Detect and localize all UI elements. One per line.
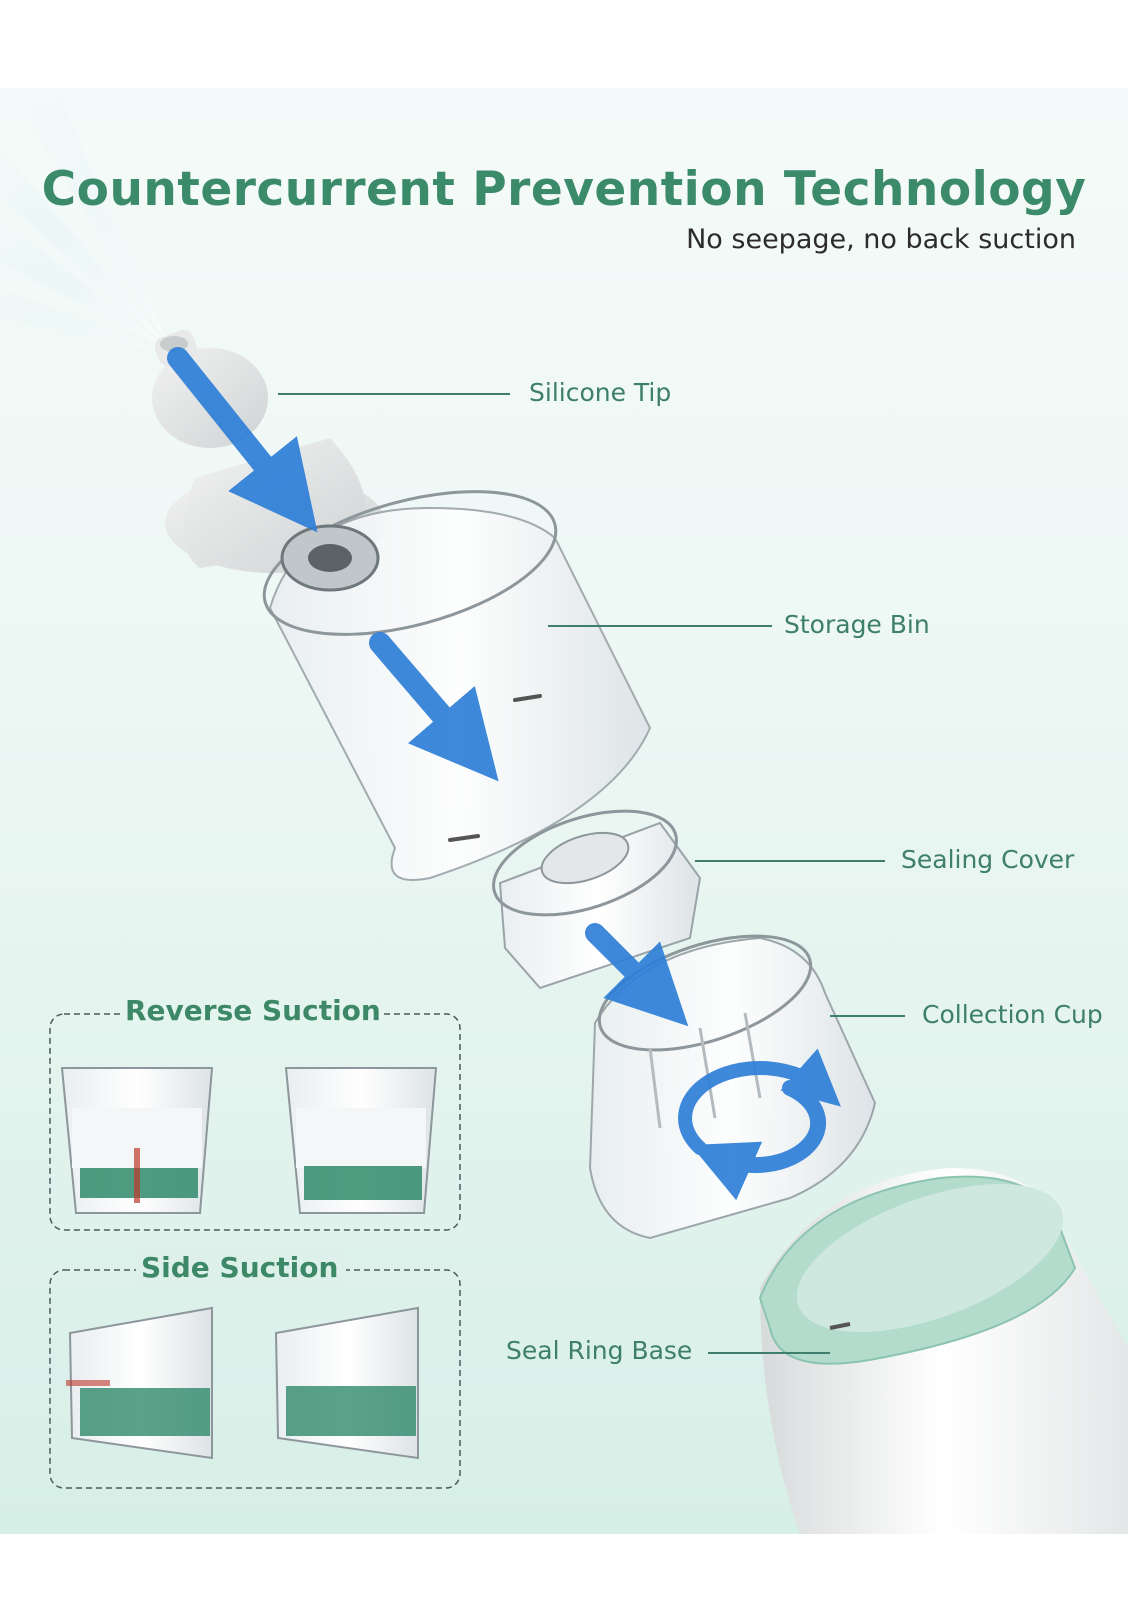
label-collection-cup: Collection Cup — [922, 1000, 1103, 1029]
leader-lines — [278, 393, 905, 1354]
side-suction-title: Side Suction — [141, 1251, 339, 1284]
label-silicone-tip: Silicone Tip — [529, 378, 672, 407]
product-infographic: Countercurrent Prevention Technology No … — [0, 88, 1128, 1534]
page-title: Countercurrent Prevention Technology — [41, 162, 1087, 217]
flow-arrows — [167, 347, 841, 1201]
seal-ring-base-part — [758, 1168, 1128, 1534]
label-seal-ring-base: Seal Ring Base — [506, 1336, 693, 1365]
spray-effect — [0, 98, 172, 354]
label-sealing-cover: Sealing Cover — [901, 845, 1075, 874]
reverse-suction-box — [49, 996, 461, 1231]
page-subtitle: No seepage, no back suction — [686, 224, 1076, 255]
side-suction-box — [49, 1251, 461, 1489]
exploded-view-illustration — [0, 98, 1128, 1534]
label-storage-bin: Storage Bin — [784, 610, 930, 639]
reverse-suction-title: Reverse Suction — [125, 994, 381, 1027]
